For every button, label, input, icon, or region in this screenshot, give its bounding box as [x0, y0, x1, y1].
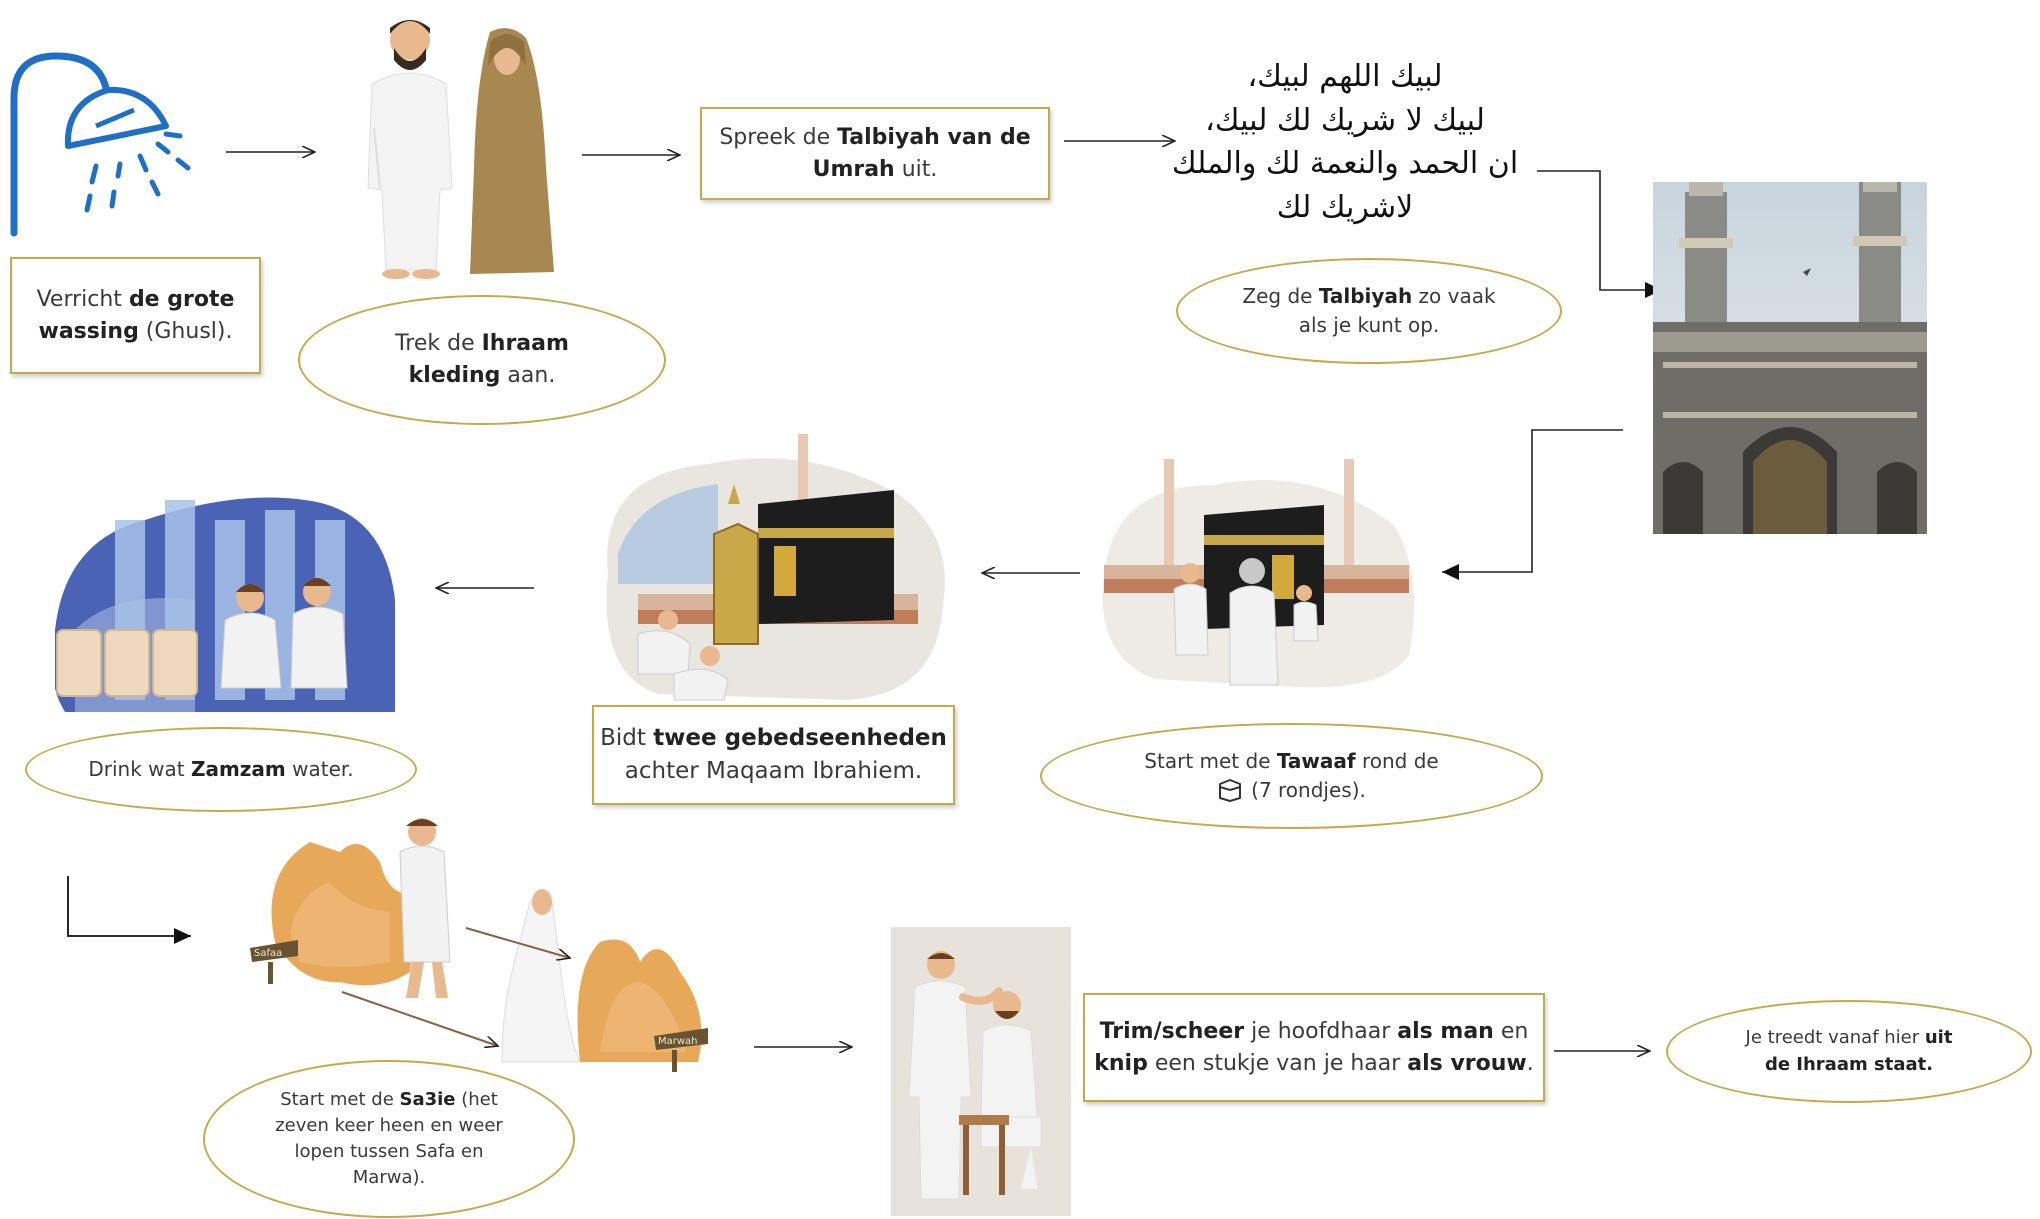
talbiyah-arabic-text: لبيك اللهم لبيك، لبيك لا شريك لك لبيك، ا… — [1170, 55, 1520, 229]
kaaba-icon — [1219, 779, 1242, 802]
talbiyah-line-4: لاشريك لك — [1276, 189, 1414, 225]
haircut-illustration — [891, 927, 1071, 1216]
step-tawaaf-oval: Start met de Tawaaf rond de (7 rondjes). — [1040, 723, 1543, 829]
talbiyah-line-3: ان الحمد والنعمة لك والملك — [1171, 146, 1519, 181]
arrow-haram-tawaaf — [1442, 429, 1623, 580]
step-talbiyah-box: Spreek de Talbiyah van de Umrah uit. — [700, 107, 1050, 200]
step-ghusl-box: Verricht de grote wassing (Ghusl). — [10, 257, 261, 374]
step-sai-oval: Start met de Sa3ie (het zeven keer heen … — [203, 1060, 575, 1218]
step-trim-box: Trim/scheer je hoofdhaar als man en knip… — [1083, 993, 1545, 1102]
shower-icon — [10, 52, 191, 237]
arrow-arabic-haram — [1537, 170, 1662, 298]
step-zamzam-oval: Drink wat Zamzam water. — [25, 727, 417, 812]
step-talbiyah-often-oval: Zeg de Talbiyah zo vaak als je kunt op. — [1176, 258, 1562, 364]
talbiyah-line-1: لبيك اللهم لبيك، — [1247, 59, 1443, 94]
ihraam-couple-illustration — [367, 20, 554, 279]
zamzam-illustration — [55, 497, 395, 712]
arrow-zamzam-sai — [67, 876, 191, 944]
step-ihraam-oval: Trek de Ihraam kleding aan. — [298, 295, 666, 425]
step-einde-oval: Je treedt vanaf hier uit de Ihraam staat… — [1666, 1000, 2032, 1103]
step-gebed-box: Bidt twee gebedseenheden achter Maqaam I… — [592, 705, 955, 805]
talbiyah-line-2: لبيك لا شريك لك لبيك، — [1205, 102, 1485, 138]
maqaam-prayer-illustration — [606, 434, 945, 701]
tawaaf-illustration — [1102, 459, 1414, 688]
marwa-sign: Marwah — [658, 1036, 698, 1047]
safa-sign: Safaa — [254, 948, 282, 959]
haram-gate-photo — [1653, 182, 1927, 534]
sai-illustration: Safaa Marwah — [250, 818, 708, 1072]
